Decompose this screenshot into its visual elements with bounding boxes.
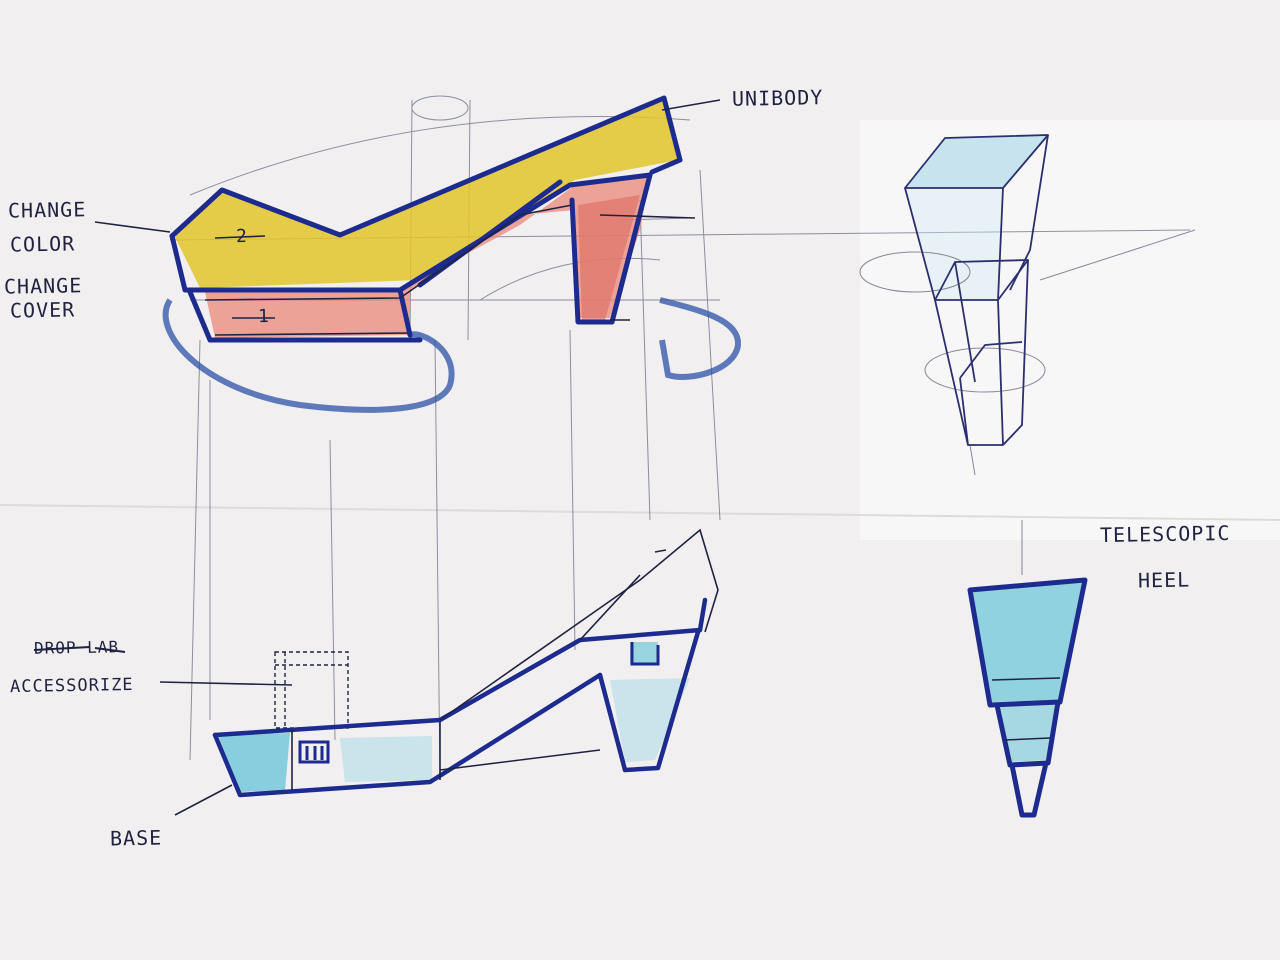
label-change-color-line1: CHANGE (8, 197, 87, 222)
label-unibody: UNIBODY (732, 85, 824, 111)
label-part-2: 2 (236, 226, 248, 247)
label-heel: HEEL (1138, 568, 1191, 593)
label-part-1: 1 (258, 306, 270, 327)
label-change-cover-line2: COVER (10, 297, 76, 322)
label-base: BASE (110, 826, 163, 851)
label-change-cover-line1: CHANGE (4, 273, 83, 298)
label-change-color-line2: COLOR (10, 231, 76, 256)
label-accessorize: ACCESSORIZE (10, 675, 134, 697)
label-crossed-out: DROP LAB (34, 637, 119, 657)
label-telescopic: TELESCOPIC (1100, 521, 1231, 547)
